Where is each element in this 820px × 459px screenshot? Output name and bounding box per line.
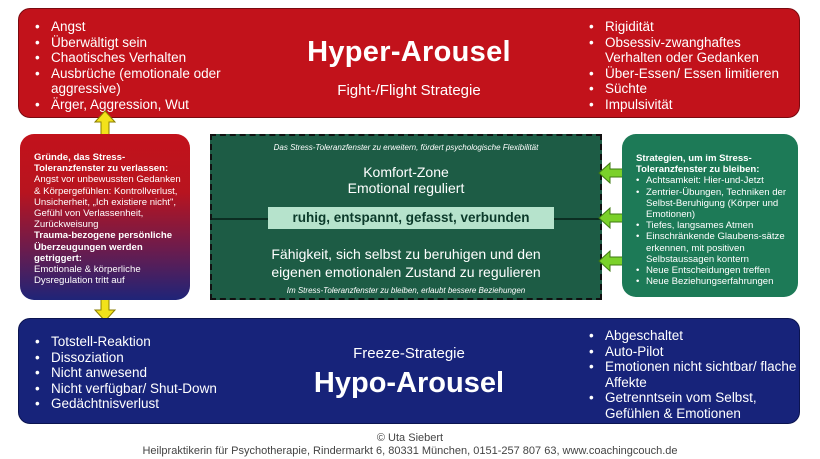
list-item: Gedächtnisverlust [33, 396, 273, 412]
list-item: Überwältigt sein [33, 35, 243, 51]
list-item: Neue Entscheidungen treffen [636, 265, 794, 276]
hypo-subtitle: Freeze-Strategie [353, 345, 465, 362]
list-item: Getrenntsein vom Selbst, Gefühlen & Emot… [587, 390, 797, 421]
strategies-list: Achtsamkeit: Hier-und-Jetzt Zentrier-Übu… [636, 175, 794, 287]
list-item: Emotionen nicht sichtbar/ flache Affekte [587, 359, 797, 390]
list-item: Tiefes, langsames Atmen [636, 220, 794, 231]
list-item: Rigidität [587, 19, 797, 35]
top-note: Das Stress-Toleranzfenster zu erweitern,… [273, 143, 539, 152]
list-item: Dissoziation [33, 350, 273, 366]
arrow-left-green-icon [598, 161, 624, 185]
comfort-zone-title: Komfort-Zone [363, 164, 449, 180]
contact-line: Heilpraktikerin für Psychotherapie, Rind… [142, 445, 678, 457]
arrow-left-green-icon [598, 206, 624, 230]
tolerance-window: Das Stress-Toleranzfenster zu erweitern,… [210, 134, 602, 300]
trauma-text: Emotionale & körperliche Dysregulation t… [34, 264, 141, 287]
list-item: Über-Essen/ Essen limitieren [587, 66, 797, 82]
ability-line-2: eigenen emotionalen Zustand zu reguliere… [271, 264, 541, 280]
list-item: Süchte [587, 81, 797, 97]
hyper-subtitle: Fight-/Flight Strategie [337, 82, 481, 99]
list-item: Ausbrüche (emotionale oder aggressive) [33, 66, 243, 97]
list-item: Obsessiv-zwanghaftes Verhalten oder Geda… [587, 35, 797, 66]
list-item: Chaotisches Verhalten [33, 50, 243, 66]
arrow-left-green-icon [598, 249, 624, 273]
list-item: Abgeschaltet [587, 328, 797, 344]
list-item: Totstell-Reaktion [33, 334, 273, 350]
list-item: Nicht anwesend [33, 365, 273, 381]
reasons-heading: Gründe, das Stress-Toleranzfenster zu ve… [34, 152, 169, 175]
reasons-text: Angst vor unbewussten Gedanken & Körperg… [34, 174, 181, 231]
comfort-zone-subtitle: Emotional reguliert [347, 180, 465, 196]
hypo-title: Hypo-Arousel [313, 367, 505, 399]
hyper-left-list: Angst Überwältigt sein Chaotisches Verha… [33, 19, 243, 112]
list-item: Angst [33, 19, 243, 35]
arrow-down-yellow-icon [93, 298, 117, 322]
copyright: © Uta Siebert [376, 432, 444, 444]
ability-text: Fähigkeit, sich selbst zu beruhigen und … [212, 245, 600, 281]
reasons-box: Gründe, das Stress-Toleranzfenster zu ve… [20, 134, 190, 300]
hypo-right-list: Abgeschaltet Auto-Pilot Emotionen nicht … [587, 328, 797, 421]
hyper-title: Hyper-Arousel [307, 36, 511, 68]
list-item: Achtsamkeit: Hier-und-Jetzt [636, 175, 794, 186]
strategies-box: Strategien, um im Stress-Toleranzfenster… [622, 134, 798, 297]
hypo-left-list: Totstell-Reaktion Dissoziation Nicht anw… [33, 334, 273, 412]
list-item: Neue Beziehungserfahrungen [636, 276, 794, 287]
list-item: Ärger, Aggression, Wut [33, 97, 243, 113]
hyper-right-list: Rigidität Obsessiv-zwanghaftes Verhalten… [587, 19, 797, 112]
list-item: Einschränkende Glaubens-sätze erkennen, … [636, 231, 794, 265]
calm-label: ruhig, entspannt, gefasst, verbunden [268, 207, 554, 229]
ability-line-1: Fähigkeit, sich selbst zu beruhigen und … [271, 246, 541, 262]
list-item: Nicht verfügbar/ Shut-Down [33, 381, 273, 397]
comfort-zone-label: Komfort-Zone Emotional reguliert [212, 164, 600, 196]
hypo-arousal-box: Totstell-Reaktion Dissoziation Nicht anw… [18, 318, 800, 424]
trauma-heading: Trauma-bezogene persönliche Überzeugunge… [34, 230, 173, 264]
arrow-up-yellow-icon [93, 110, 117, 136]
footer: © Uta Siebert Heilpraktikerin für Psycho… [0, 432, 820, 458]
list-item: Zentrier-Übungen, Techniken der Selbst-B… [636, 187, 794, 221]
bottom-note: Im Stress-Toleranzfenster zu bleiben, er… [286, 286, 526, 295]
list-item: Impulsivität [587, 97, 797, 113]
hyper-arousal-box: Angst Überwältigt sein Chaotisches Verha… [18, 8, 800, 118]
list-item: Auto-Pilot [587, 344, 797, 360]
strategies-heading: Strategien, um im Stress-Toleranzfenster… [636, 153, 760, 176]
